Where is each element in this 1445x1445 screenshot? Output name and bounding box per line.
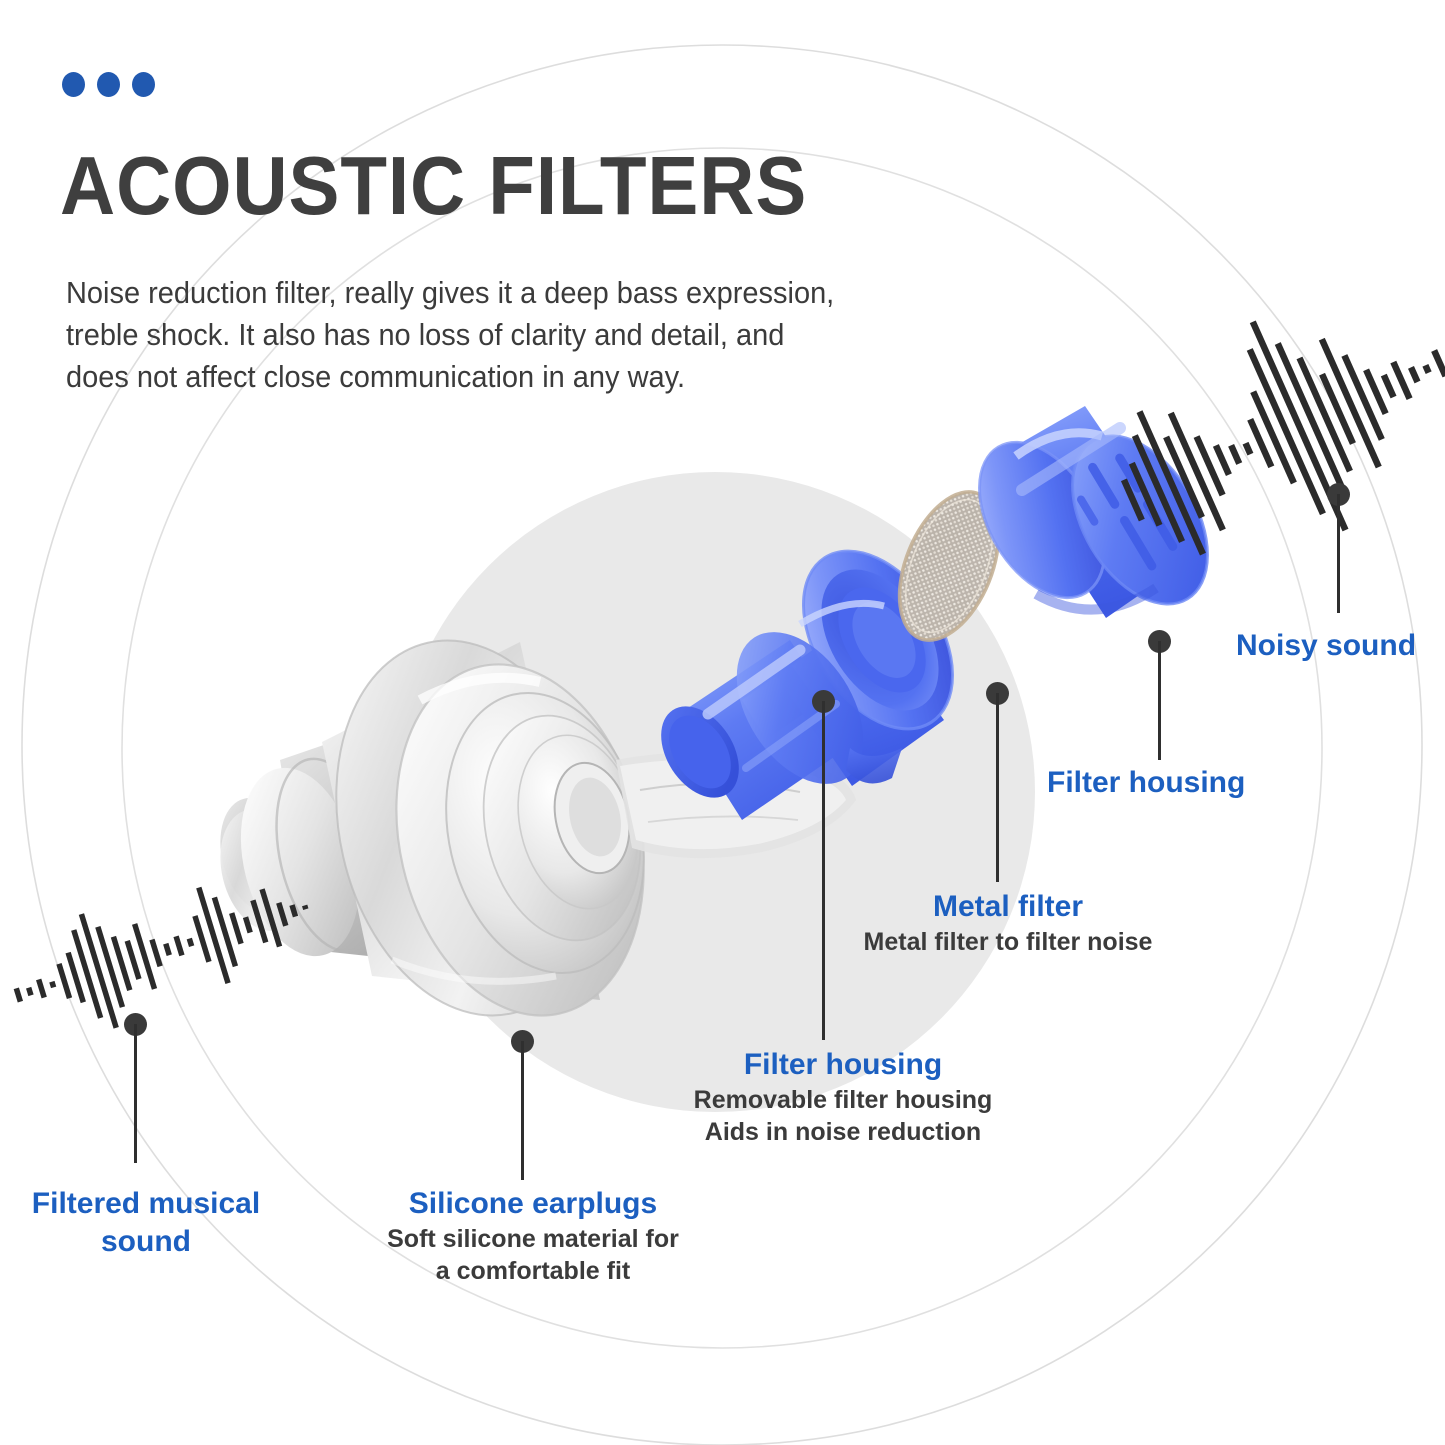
callout-subtitle-line-2: a comfortable fit [435, 1257, 631, 1285]
leader-stem [822, 701, 825, 1040]
leader-line-filter-housing-stem [812, 690, 835, 1040]
three-dots-icon [62, 72, 155, 97]
callout-subtitle-line-1: Soft silicone material for [387, 1225, 679, 1253]
dot-2 [97, 72, 120, 97]
dot-3 [132, 72, 155, 97]
callout-subtitle-line-2: Aids in noise reduction [704, 1118, 982, 1146]
page-description: Noise reduction filter, really gives it … [66, 272, 997, 398]
leader-dot [511, 1030, 534, 1053]
leader-dot [812, 690, 835, 713]
silicone-earplug-graphic [220, 639, 856, 1017]
callout-title: Metal filter [932, 890, 1084, 923]
callout-metal-filter: Metal filter Metal filter to filter nois… [838, 888, 1178, 958]
callout-subtitle: Metal filter to filter noise [863, 928, 1153, 956]
callout-title-line-2: sound [101, 1225, 191, 1258]
leader-stem [521, 1041, 524, 1180]
leader-dot [124, 1013, 147, 1036]
leader-dot [986, 682, 1009, 705]
dot-1 [62, 72, 85, 97]
blue-filter-housing-cap-graphic [978, 406, 1209, 618]
metal-mesh-filter-disc-graphic [890, 480, 1019, 655]
product-backdrop-circle [395, 472, 1035, 1112]
callout-filter-housing-cap: Filter housing [1047, 764, 1245, 802]
leader-line-noisy-sound [1327, 483, 1350, 613]
callout-title-line-1: Filtered musical [31, 1187, 261, 1220]
callout-title: Silicone earplugs [408, 1187, 658, 1220]
leader-line-filtered-musical-sound [124, 1013, 147, 1163]
leader-line-metal-filter [986, 682, 1009, 882]
leader-dot [1148, 630, 1171, 653]
callout-filter-housing-stem: Filter housing Removable filter housing … [648, 1046, 1038, 1148]
leader-stem [996, 693, 999, 882]
leader-stem [1337, 494, 1340, 613]
callout-title: Filter housing [743, 1048, 943, 1081]
description-line-3: does not affect close communication in a… [66, 360, 686, 394]
blue-filter-housing-stem-graphic [661, 549, 955, 820]
leader-dot [1327, 483, 1350, 506]
callout-subtitle-line-1: Removable filter housing [693, 1086, 993, 1114]
page-title: ACOUSTIC FILTERS [60, 139, 808, 232]
callout-title: Noisy sound [1236, 629, 1417, 662]
callout-title: Filter housing [1047, 766, 1246, 799]
leader-line-filter-housing-cap [1148, 630, 1171, 760]
description-line-1: Noise reduction filter, really gives it … [66, 276, 835, 310]
callout-filtered-musical-sound: Filtered musical sound [8, 1185, 284, 1261]
description-line-2: treble shock. It also has no loss of cla… [66, 318, 785, 352]
leader-line-silicone-earplugs [511, 1030, 534, 1180]
callout-noisy-sound: Noisy sound [1236, 627, 1416, 665]
leader-stem [134, 1024, 137, 1163]
callout-silicone-earplugs: Silicone earplugs Soft silicone material… [358, 1185, 708, 1287]
leader-stem [1158, 641, 1161, 760]
